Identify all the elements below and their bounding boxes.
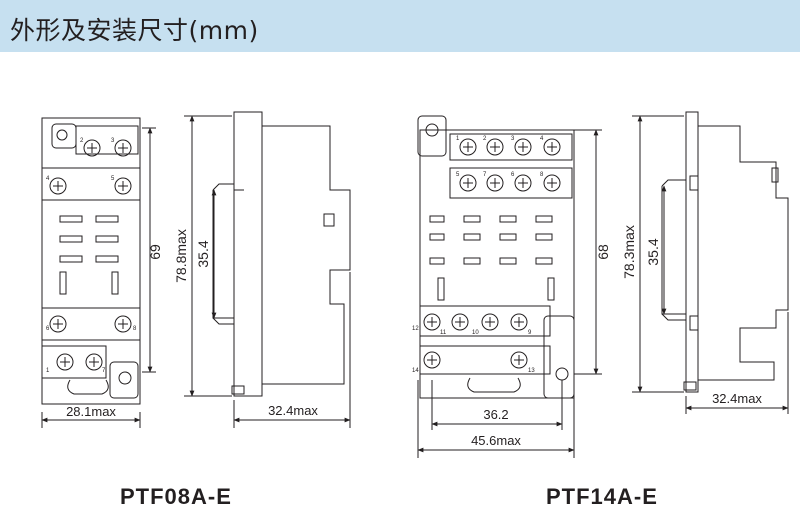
terminal-label: 5 (111, 176, 115, 182)
terminal-label: 12 (412, 326, 419, 332)
ptf08a-side-view (184, 111, 351, 428)
ptf14a-width-dimension: 45.6max (471, 433, 521, 448)
ptf08a-mount-tab-bottom (109, 361, 139, 399)
terminal-label: 3 (511, 136, 515, 142)
terminal-label: 2 (483, 136, 487, 142)
terminal-label: 6 (511, 172, 515, 178)
terminal-label: 14 (412, 368, 419, 374)
terminal-label: 1 (46, 368, 50, 374)
terminal-label: 4 (46, 176, 50, 182)
ptf08a-depth-dimension: 32.4max (268, 403, 318, 418)
ptf08a-rail-dimension: 35.4 (195, 240, 211, 267)
ptf08a-mount-tab-top (51, 123, 77, 149)
terminal-label: 11 (440, 330, 447, 336)
ptf08a-front-view (41, 117, 156, 428)
ptf14a-side-view (632, 111, 789, 414)
ptf14a-rail-dimension: 35.4 (645, 238, 661, 265)
terminal-label: 3 (111, 138, 115, 144)
ptf14a-model-label: PTF14A-E (546, 484, 658, 509)
terminal-label: 1 (456, 136, 460, 142)
terminal-label: 5 (456, 172, 460, 178)
ptf14a-depth-dimension: 32.4max (712, 391, 762, 406)
ptf08a-model-label: PTF08A-E (120, 484, 232, 509)
terminal-label: 13 (528, 368, 535, 374)
terminal-label: 10 (472, 330, 479, 336)
ptf14a-mount-tab-bottom (543, 315, 575, 399)
ptf14a-pitch-dimension: 36.2 (483, 407, 508, 422)
screw-terminal-icon (423, 138, 561, 369)
page-title: 外形及安装尺寸(mm) (10, 16, 259, 45)
ptf08a-body-outline (41, 117, 141, 405)
terminal-label: 2 (80, 138, 84, 144)
header-bar: 外形及安装尺寸(mm) (0, 0, 800, 52)
ptf08a-height-dimension: 69 (147, 244, 163, 260)
ptf08a-side-height-dimension: 78.8max (173, 229, 189, 283)
terminal-label: 4 (540, 136, 544, 142)
terminal-label: 9 (528, 330, 532, 336)
terminal-label: 8 (540, 172, 544, 178)
ptf14a-side-height-dimension: 78.3max (621, 225, 637, 279)
ptf14a-mount-tab-top (417, 115, 447, 157)
ptf14a-height-dimension: 68 (595, 244, 611, 260)
ptf14a-front-view (417, 115, 602, 458)
ptf14a-body-outline (419, 129, 575, 399)
ptf08a-width-dimension: 28.1max (66, 404, 116, 419)
terminal-label: 6 (46, 326, 50, 332)
terminal-label: 8 (133, 326, 137, 332)
screw-terminal-icon (49, 139, 132, 371)
terminal-label: 7 (102, 368, 106, 374)
terminal-label: 7 (483, 172, 487, 178)
